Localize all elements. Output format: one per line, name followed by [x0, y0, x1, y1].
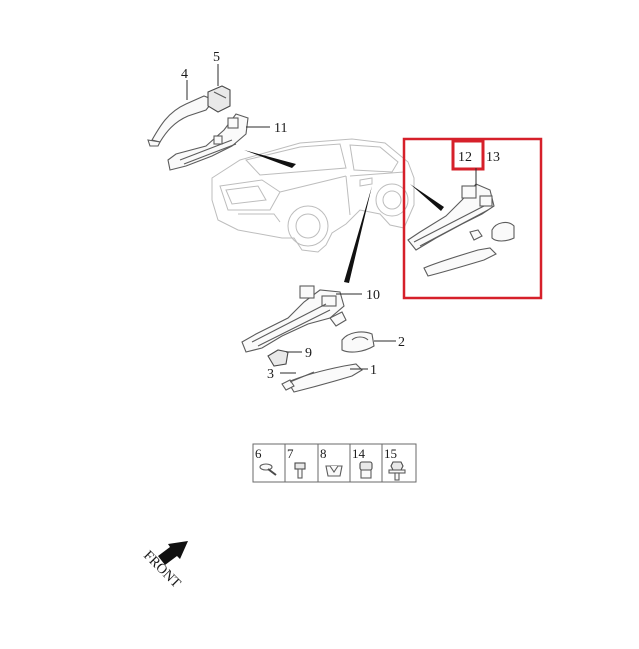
- hardware-table: 6 7 8 14 15: [252, 443, 417, 483]
- bracket-part-9: [267, 349, 289, 367]
- cap-part-5: [207, 85, 231, 113]
- callout-3: 3: [267, 367, 274, 382]
- nut-icon: [359, 461, 373, 479]
- hardware-label-6: 6: [255, 446, 262, 461]
- handle-part-4: [151, 95, 215, 143]
- rear-handle-assembly: [147, 64, 270, 171]
- carrier-part-12: [407, 183, 495, 251]
- screw-icon: [259, 463, 277, 476]
- bolt-icon: [294, 462, 306, 479]
- callout-11: 11: [274, 121, 287, 136]
- wedge-right: [410, 184, 444, 211]
- rod-part-3: [281, 379, 295, 391]
- leader-wedges: [244, 150, 444, 283]
- highlight-callout-box: [451, 139, 485, 171]
- clip-icon: [325, 465, 343, 477]
- arrow-icon: [158, 541, 188, 565]
- callout-13: 13: [486, 150, 500, 165]
- callout-4: 4: [181, 67, 188, 82]
- hardware-label-8: 8: [320, 446, 327, 461]
- callout-5: 5: [213, 50, 220, 65]
- callout-12: 12: [458, 150, 472, 165]
- callout-1: 1: [370, 363, 377, 378]
- highlight-frame: [402, 137, 543, 300]
- hardware-label-7: 7: [287, 446, 294, 461]
- vehicle-outline: [211, 138, 415, 253]
- wedge-upper-left: [244, 150, 296, 168]
- callout-9: 9: [305, 346, 312, 361]
- hardware-label-14: 14: [352, 446, 366, 461]
- front-indicator: FRONT: [140, 541, 188, 592]
- handle-part-rear-right: [423, 247, 497, 277]
- highlight-panel: [402, 137, 543, 300]
- wedge-center: [344, 186, 372, 283]
- hardware-label-15: 15: [384, 446, 397, 461]
- cap-part-13: [491, 221, 515, 242]
- callout-10: 10: [366, 288, 380, 303]
- flange-bolt-icon: [388, 461, 406, 481]
- callout-2: 2: [398, 335, 405, 350]
- cap-part-2: [341, 331, 375, 353]
- callout-labels: 4 5 11 10 2 9 3 1 12 13: [181, 50, 500, 382]
- front-handle-assembly: [241, 285, 396, 393]
